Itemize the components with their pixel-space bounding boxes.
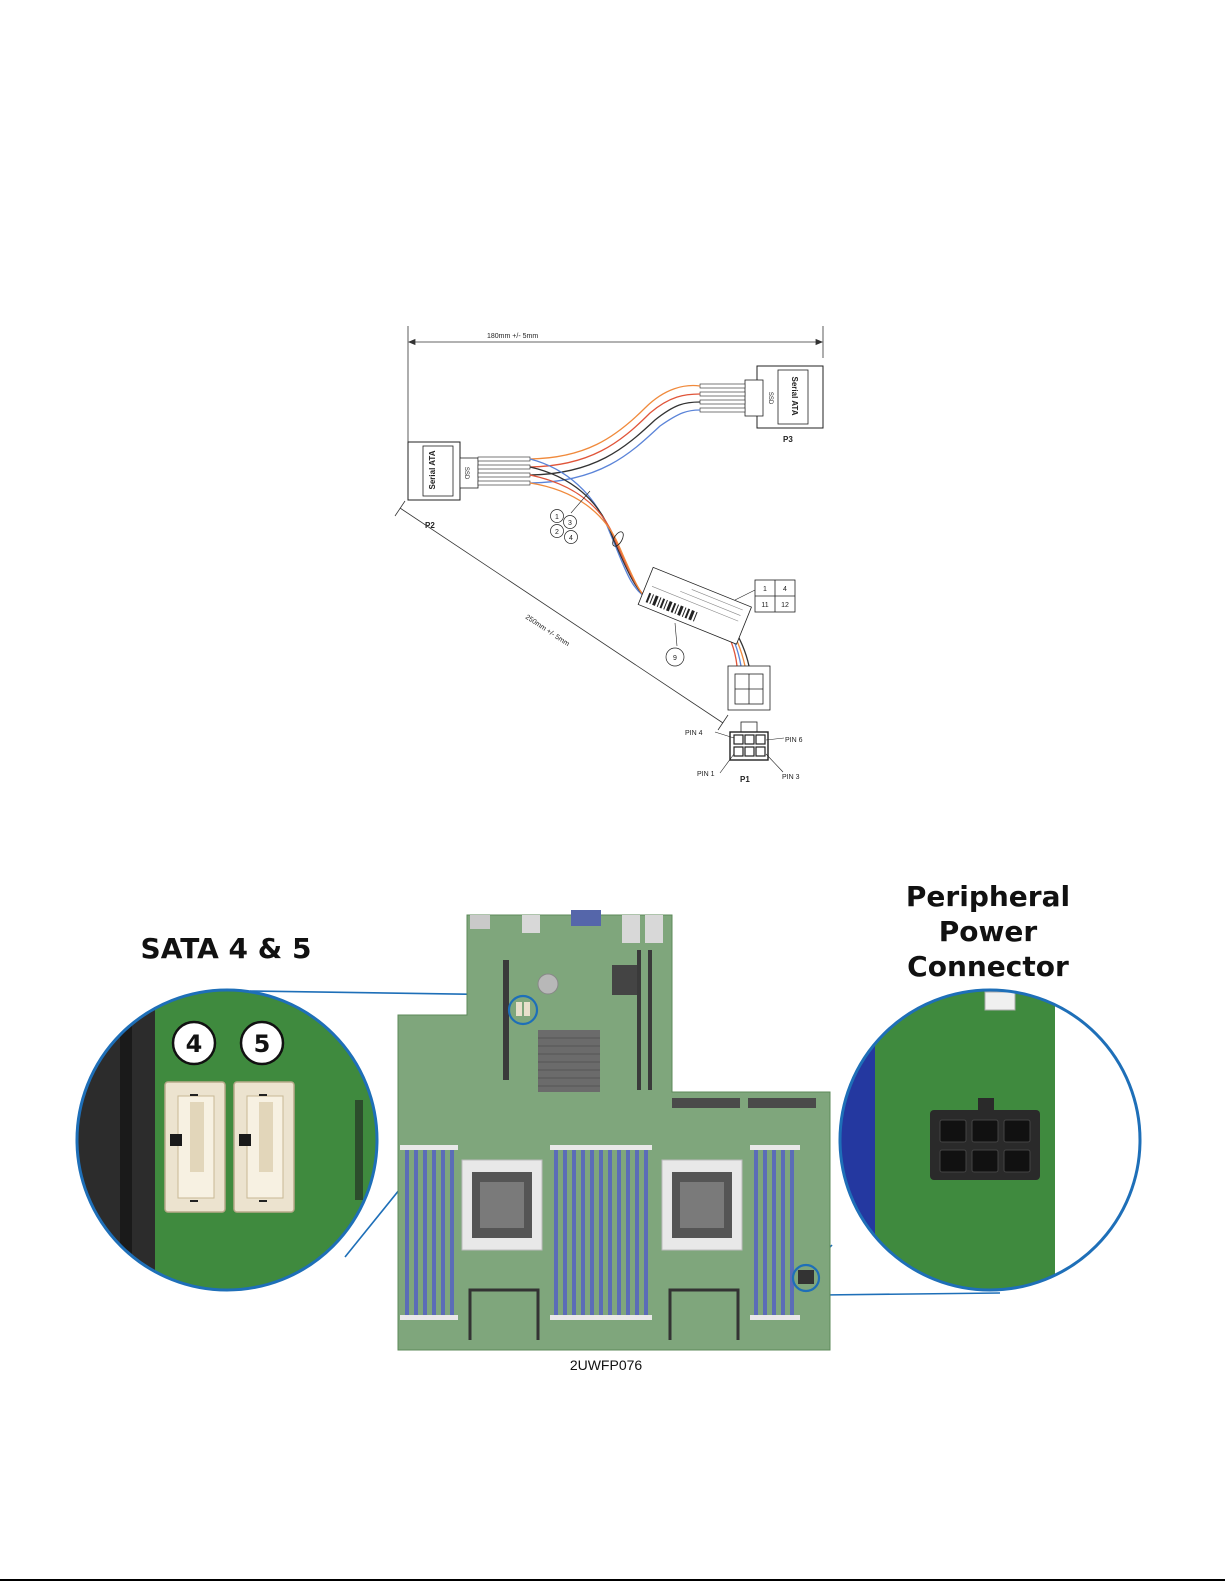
power-zoom-view xyxy=(835,980,1155,1300)
pin1-label: PIN 1 xyxy=(697,771,715,778)
pin4-label: PIN 4 xyxy=(685,730,703,737)
pin-cell-c: 11 xyxy=(761,602,768,609)
sata-port-4-number: 4 xyxy=(186,1030,203,1058)
cable-label xyxy=(638,567,751,644)
connector-p1-housing xyxy=(728,666,770,710)
callout-3: 3 xyxy=(568,520,572,527)
p3-brand: Serial ATA xyxy=(790,377,799,416)
callout-1: 1 xyxy=(555,514,559,521)
motherboard xyxy=(398,910,830,1350)
callout-2: 2 xyxy=(555,529,559,536)
power-title-line2: Power xyxy=(939,915,1038,948)
p1-label: P1 xyxy=(740,775,750,784)
connector-p3: Serial ATA SSD xyxy=(700,366,823,428)
connector-p2: Serial ATA SSD xyxy=(408,442,530,500)
diagonal-dimension-text: 250mm +/- 5mm xyxy=(524,614,571,648)
top-dimension-text: 180mm +/- 5mm xyxy=(487,333,538,340)
pin6-label: PIN 6 xyxy=(785,737,803,744)
power-title-line3: Connector xyxy=(907,950,1069,983)
sata-title: SATA 4 & 5 xyxy=(141,932,312,965)
p3-type: SSD xyxy=(767,392,773,405)
callout-9: 9 xyxy=(673,655,677,662)
power-title-line1: Peripheral xyxy=(906,880,1070,913)
sata-port-5-number: 5 xyxy=(254,1030,271,1058)
pin3-label: PIN 3 xyxy=(782,774,800,781)
p2-brand: Serial ATA xyxy=(428,450,437,489)
pin-cell-a: 1 xyxy=(763,586,767,593)
pin-cell-d: 12 xyxy=(781,602,789,609)
connector-p1-face: PIN 4 PIN 6 PIN 1 PIN 3 P1 xyxy=(685,722,803,784)
p2-type: SSD xyxy=(463,467,469,480)
board-figure: SATA 4 & 5 Peripheral Power Connector xyxy=(0,870,1225,1410)
figure-id: 2UWFP076 xyxy=(570,1357,643,1373)
chipset-heatsink xyxy=(538,1030,600,1092)
cable-drawing: 180mm +/- 5mm Serial ATA SSD P2 Serial A… xyxy=(385,318,845,798)
p3-label: P3 xyxy=(783,435,793,444)
sata-zoom-view: 4 5 xyxy=(70,980,390,1300)
callout-4: 4 xyxy=(569,535,573,542)
footer-rule xyxy=(0,1579,1225,1581)
pin-cell-b: 4 xyxy=(783,586,787,593)
